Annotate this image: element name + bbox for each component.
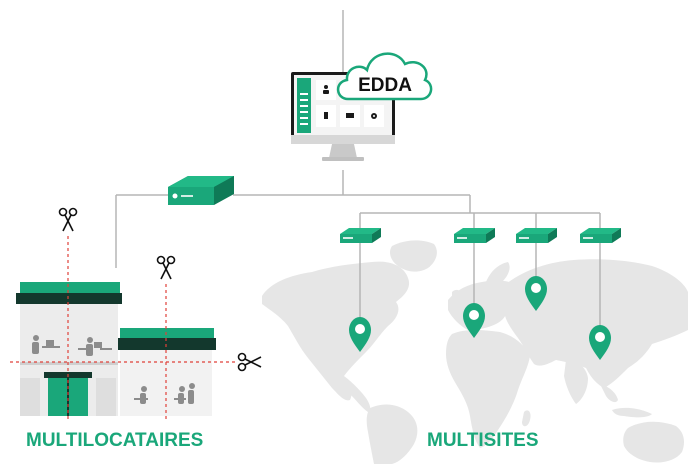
location-pin-icon xyxy=(463,303,485,338)
gateway-device-site-3 xyxy=(516,228,557,243)
location-pin-icon xyxy=(589,325,611,360)
scissors-icon xyxy=(58,207,78,232)
gear-icon xyxy=(371,113,377,119)
partition-cut-lines xyxy=(10,236,236,420)
scissors-icon xyxy=(237,352,262,372)
cloud-icon: EDDA xyxy=(336,52,433,101)
document-icon xyxy=(324,112,328,119)
world-map xyxy=(262,240,688,464)
gateway-device-site-2 xyxy=(454,228,495,243)
person-icon xyxy=(323,85,329,94)
office-workers-icon xyxy=(32,335,112,356)
multi-tenant-label: MULTILOCATAIRES xyxy=(26,430,204,451)
gateway-device-main xyxy=(168,176,234,205)
cloud-label: EDDA xyxy=(358,75,412,96)
gateway-device-site-1 xyxy=(340,228,381,243)
device-icon xyxy=(346,113,354,118)
location-pin-icon xyxy=(525,276,547,311)
office-workers-icon xyxy=(134,383,195,404)
network-lines xyxy=(115,10,601,332)
building-left xyxy=(16,282,122,416)
location-pin-icon xyxy=(349,317,371,352)
scissors-icon xyxy=(156,255,176,280)
gateway-device-site-4 xyxy=(580,228,621,243)
building-right xyxy=(118,328,216,416)
multi-site-label: MULTISITES xyxy=(427,430,539,451)
